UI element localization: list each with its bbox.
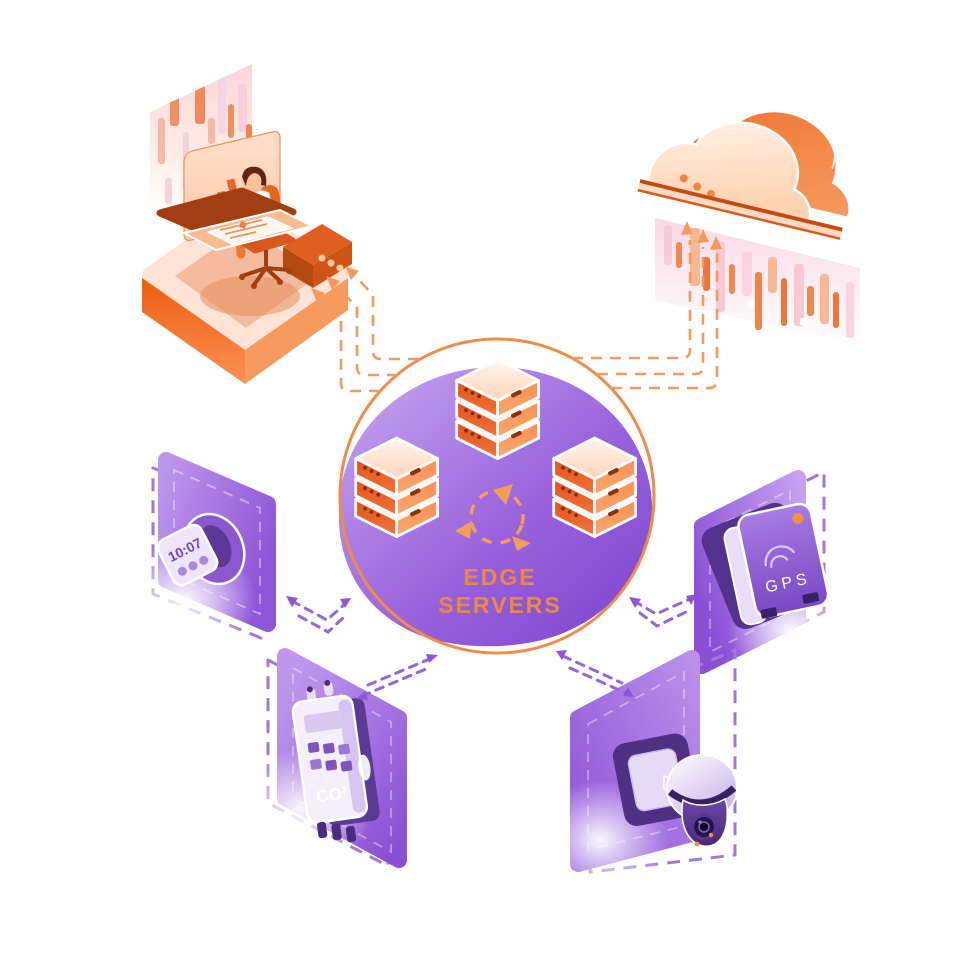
cloud-node <box>637 91 868 345</box>
arrow-hub-smartwatch <box>286 596 351 634</box>
sync-arrows-icon <box>455 484 531 551</box>
co2-label: CO² <box>315 783 349 806</box>
cloud-data-stream <box>655 218 860 345</box>
edge-servers-hub: EDGE SERVERS <box>338 337 656 655</box>
platform-step <box>283 224 352 288</box>
arrow-hub-camera <box>556 650 634 697</box>
co2-node: CO² <box>228 648 407 872</box>
desk <box>156 187 313 251</box>
security-camera-icon <box>612 733 738 847</box>
smartwatch-icon: 10:07 <box>156 512 246 587</box>
cloud-icon <box>637 91 868 240</box>
hub-label-line2: SERVERS <box>438 592 562 618</box>
arrow-hub-to-cloud <box>572 221 722 390</box>
server-stack-icon <box>356 438 438 537</box>
arrow-hub-to-workstation <box>311 266 419 393</box>
smartwatch-node: 10:07 <box>113 452 276 658</box>
arrow-hub-co2 <box>356 654 438 700</box>
hub-label-line1: EDGE <box>463 564 536 590</box>
server-stack-icon <box>457 360 539 459</box>
server-stack-icon <box>554 438 636 537</box>
workstation-node <box>142 64 352 384</box>
camera-node <box>530 648 738 900</box>
hub-ring <box>338 337 656 655</box>
hub-blob <box>338 367 653 647</box>
gps-node: GPS <box>694 470 852 682</box>
arrow-hub-gps <box>629 594 697 628</box>
co2-sensor-icon: CO² <box>291 679 380 843</box>
cloud-platform <box>637 179 843 240</box>
document-icon <box>207 216 293 245</box>
gps-icon: GPS <box>701 502 830 630</box>
